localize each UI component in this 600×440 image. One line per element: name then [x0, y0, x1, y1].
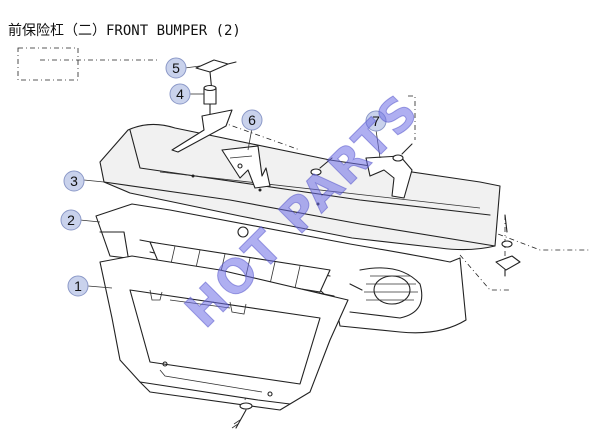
upper-stay-bracket — [171, 59, 237, 153]
lower-bumper-fascia — [99, 255, 349, 411]
callout-badge-3: 3 — [63, 170, 85, 192]
callout-label: 7 — [372, 113, 380, 129]
callout-label: 1 — [74, 278, 82, 294]
callout-label: 5 — [172, 60, 180, 76]
bottom-bolt — [231, 402, 253, 429]
right-mounting-bracket — [310, 143, 413, 199]
leader-7 — [375, 129, 381, 159]
callout-label: 6 — [248, 112, 256, 128]
callout-circle — [60, 209, 82, 231]
callout-label: 3 — [70, 173, 78, 189]
callout-label: 2 — [67, 212, 75, 228]
leader-5 — [184, 65, 201, 69]
leader-1 — [87, 285, 113, 289]
callout-leaders — [79, 65, 381, 289]
center-grille — [149, 226, 331, 293]
callout-circle — [169, 83, 191, 105]
callout-badge-2: 2 — [60, 209, 82, 231]
callout-label: 4 — [176, 86, 184, 102]
diagram-title: 前保险杠（二）FRONT BUMPER (2) — [8, 23, 241, 39]
leader-6 — [247, 127, 253, 151]
callout-badge-4: 4 — [169, 83, 191, 105]
leader-2 — [79, 219, 101, 223]
callout-circle — [63, 170, 85, 192]
upper-bumper-shell — [99, 123, 501, 251]
callout-circle — [165, 57, 187, 79]
callout-badge-1: 1 — [67, 275, 89, 297]
left-mounting-bracket — [221, 145, 271, 189]
callout-badge-5: 5 — [165, 57, 187, 79]
leader-3 — [83, 179, 105, 183]
callout-circle — [241, 109, 263, 131]
callout-circle — [67, 275, 89, 297]
right-side-clip — [495, 214, 521, 277]
callout-badge-6: 6 — [241, 109, 263, 131]
callout-badge-7: 7 — [365, 110, 387, 132]
callout-circle — [365, 110, 387, 132]
